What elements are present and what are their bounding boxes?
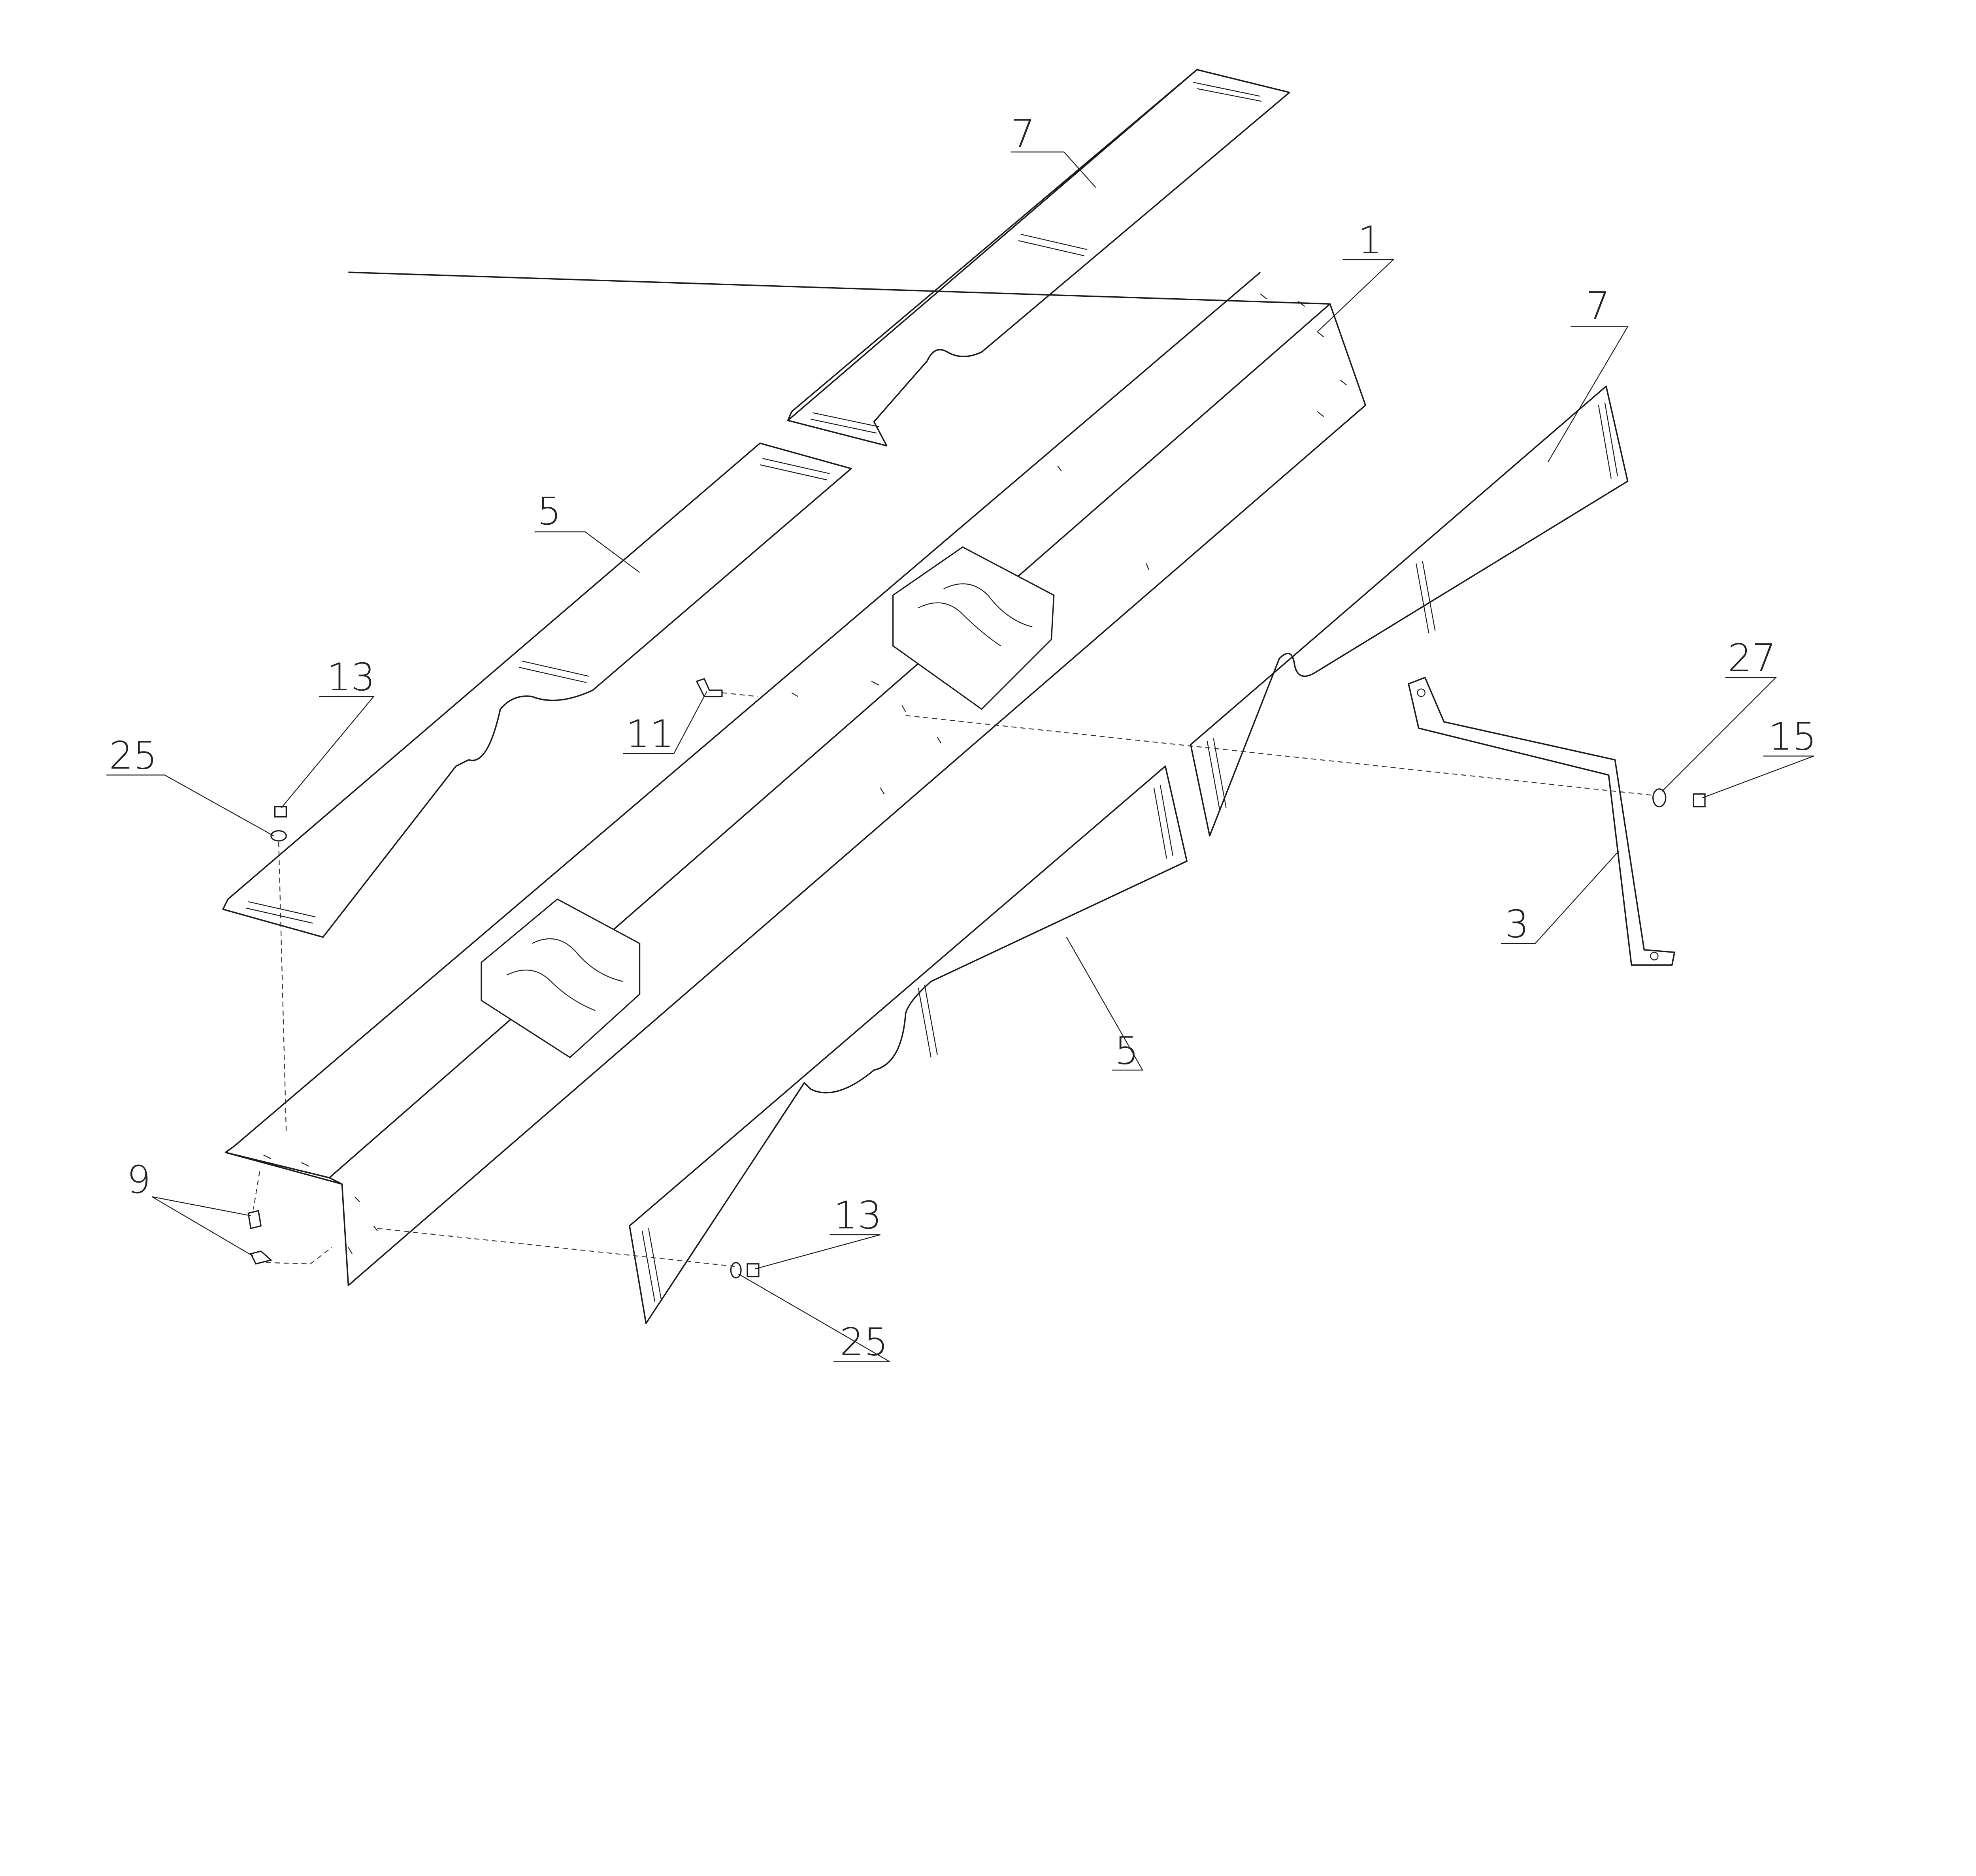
callout-part-5-lower: 5 [1115, 1028, 1139, 1073]
callout-part-15: 15 [1768, 714, 1816, 759]
exploded-assembly-drawing: 7 1 7 5 13 25 11 27 15 3 5 9 13 25 [106, 69, 1817, 1364]
part-3-bracket [1408, 676, 1675, 966]
part-7-right-plate [1190, 385, 1629, 837]
callouts: 7 1 7 5 13 25 11 27 15 3 5 9 13 25 [106, 112, 1817, 1364]
callout-part-13-lower: 13 [833, 1193, 882, 1237]
callout-part-7-right: 7 [1586, 284, 1610, 328]
callout-part-25-upper: 25 [109, 734, 157, 778]
part-7-top-plate [787, 69, 1290, 446]
callout-part-25-lower: 25 [840, 1320, 888, 1364]
callout-part-11: 11 [626, 712, 674, 756]
callout-part-3: 3 [1505, 902, 1529, 946]
part-5-lower-plate [629, 765, 1188, 1324]
callout-part-5-upper: 5 [537, 489, 561, 533]
callout-part-27: 27 [1728, 636, 1776, 680]
callout-part-9: 9 [127, 1158, 151, 1202]
assembly-lines [253, 692, 1653, 1267]
fasteners [247, 678, 1706, 1279]
callout-part-7-top: 7 [1011, 112, 1035, 156]
callout-part-13-upper: 13 [327, 655, 375, 699]
part-1-channel [224, 271, 1366, 1286]
callout-part-1: 1 [1358, 218, 1382, 262]
part-5-upper-plate [222, 443, 852, 938]
